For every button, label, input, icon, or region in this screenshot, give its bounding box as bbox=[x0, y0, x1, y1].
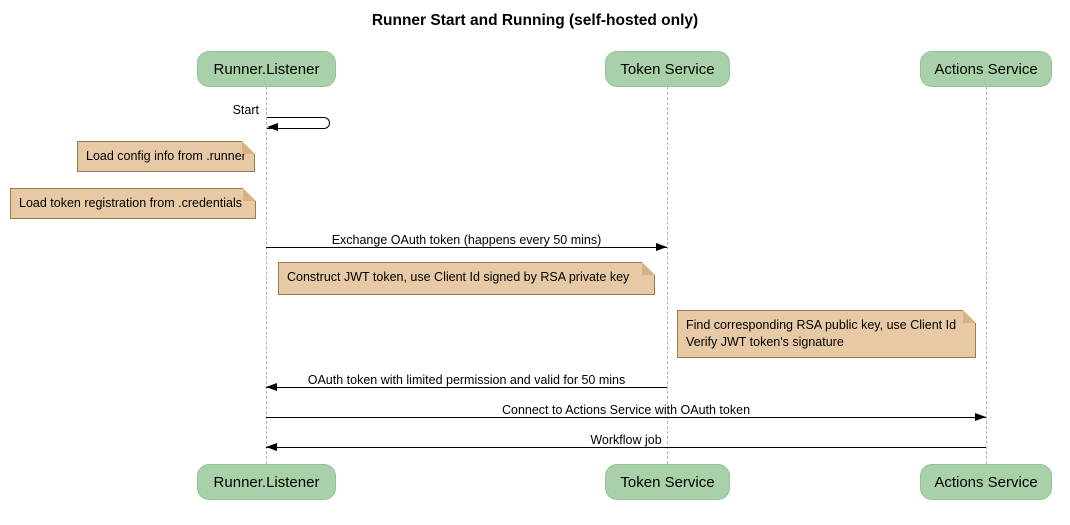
message-start-label: Start bbox=[232, 103, 259, 117]
arrowhead-left-icon bbox=[267, 123, 278, 131]
note-fold-icon bbox=[243, 188, 256, 201]
participant-bottom-runner-listener: Runner.Listener bbox=[197, 464, 336, 500]
participant-label: Runner.Listener bbox=[213, 473, 320, 491]
note-verify-jwt: Find corresponding RSA public key, use C… bbox=[677, 310, 976, 358]
lifeline-token-service bbox=[667, 87, 668, 464]
arrowhead-left-icon bbox=[266, 443, 277, 452]
note-text: Construct JWT token, use Client Id signe… bbox=[287, 270, 630, 284]
participant-label: Actions Service bbox=[934, 60, 1038, 78]
lifeline-actions-service bbox=[986, 87, 987, 464]
arrowhead-right-icon bbox=[656, 243, 667, 252]
note-text: Find corresponding RSA public key, use C… bbox=[686, 318, 957, 349]
message-label: Connect to Actions Service with OAuth to… bbox=[501, 403, 751, 417]
note-text: Load token registration from .credential… bbox=[19, 196, 243, 210]
message-label: Exchange OAuth token (happens every 50 m… bbox=[331, 233, 602, 247]
participant-bottom-actions-service: Actions Service bbox=[920, 464, 1052, 500]
participant-label: Runner.Listener bbox=[213, 60, 320, 78]
participant-label: Token Service bbox=[620, 60, 715, 78]
participant-label: Actions Service bbox=[934, 473, 1038, 491]
participant-bottom-token-service: Token Service bbox=[605, 464, 730, 500]
note-fold-icon bbox=[963, 310, 976, 323]
diagram-title: Runner Start and Running (self-hosted on… bbox=[371, 12, 699, 29]
message-oauth-token-returned: OAuth token with limited permission and … bbox=[266, 373, 667, 393]
message-exchange-oauth-token: Exchange OAuth token (happens every 50 m… bbox=[266, 233, 667, 253]
note-construct-jwt: Construct JWT token, use Client Id signe… bbox=[278, 262, 655, 295]
note-load-config: Load config info from .runner bbox=[77, 141, 255, 172]
message-line bbox=[266, 417, 986, 418]
message-connect-actions-service: Connect to Actions Service with OAuth to… bbox=[266, 403, 986, 423]
message-label: OAuth token with limited permission and … bbox=[307, 373, 626, 387]
message-label: Workflow job bbox=[590, 433, 662, 447]
participant-top-actions-service: Actions Service bbox=[920, 51, 1052, 87]
note-text: Load config info from .runner bbox=[86, 149, 246, 163]
message-workflow-job: Workflow job bbox=[266, 433, 986, 453]
message-line bbox=[266, 447, 986, 448]
arrowhead-right-icon bbox=[975, 413, 986, 422]
arrowhead-left-icon bbox=[266, 383, 277, 392]
note-fold-icon bbox=[242, 141, 255, 154]
message-line bbox=[266, 387, 667, 388]
lifeline-runner-listener bbox=[266, 87, 267, 464]
note-fold-icon bbox=[642, 262, 655, 275]
participant-top-token-service: Token Service bbox=[605, 51, 730, 87]
participant-top-runner-listener: Runner.Listener bbox=[197, 51, 336, 87]
participant-label: Token Service bbox=[620, 473, 715, 491]
message-start-self-loop bbox=[267, 117, 330, 129]
message-line bbox=[266, 247, 667, 248]
note-load-token-registration: Load token registration from .credential… bbox=[10, 188, 256, 219]
